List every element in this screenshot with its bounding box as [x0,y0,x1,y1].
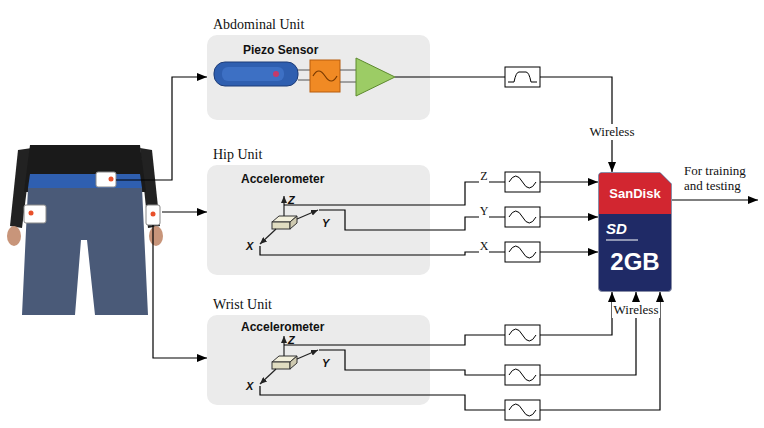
wire [284,344,430,345]
text-slot: Accelerometer [241,169,324,187]
text-slot: SD [606,220,656,238]
signal-line [430,292,612,345]
left-hand [7,226,21,246]
filter-box [505,400,540,420]
sensor-name: Accelerometer [241,320,324,334]
right-hand [149,226,163,246]
output-label: For training and testing [684,163,762,193]
axis-letter: Y [322,357,329,369]
sine-symbol [313,71,337,81]
filter-box [505,172,540,192]
sensor-led [109,177,114,182]
wire [340,82,356,83]
filter-box [505,67,540,87]
text-slot: 2GB [598,248,672,276]
sine-symbol [509,211,536,223]
line-label: Wireless [588,124,637,140]
filter-box [505,207,540,227]
abdominal-sensor [96,172,116,187]
unit-panel: Hip UnitAccelerometer [207,165,430,275]
sine-symbol [509,404,536,416]
logo-text: SD [606,220,627,237]
text-slot: X [246,376,253,394]
sensor-led [151,212,156,217]
brand-text: SanDisk [609,186,660,201]
card-body [599,173,672,292]
text-slot: SanDisk [598,184,672,202]
text-slot: Y [322,213,329,231]
text-slot: Wireless [596,300,676,318]
text-slot: Z [288,190,295,208]
filter-box [505,325,540,345]
text-slot: Abdominal Unit [213,15,304,33]
hip-sensor [24,205,46,223]
text-slot: X [246,236,253,254]
unit-heading: Hip Unit [213,147,262,163]
sine-symbol [509,369,536,381]
axis-letter: Z [288,194,295,206]
wire [298,70,310,71]
sine-symbol [509,176,536,188]
wire [298,80,310,81]
sensor-name: Piezo Sensor [243,43,318,57]
leader-arrow [153,225,207,358]
z-axis [283,196,284,216]
chip-front [272,222,290,229]
filter-box [505,242,540,262]
logo-rule [606,240,638,241]
text-slot: For training and testing [684,163,762,194]
belt-clip [273,71,279,77]
leader-arrow [162,211,207,212]
jeans [22,188,148,315]
unit-panel: Wrist UnitAccelerometer [207,315,430,405]
text-slot: Accelerometer [241,317,324,335]
piezo-belt [214,62,298,86]
lowpass-filter [505,172,540,420]
line-label: Y [479,204,490,219]
axis-letter: Z [288,334,295,346]
sine-symbol [509,246,536,258]
wire [340,70,356,71]
sensor-led [29,211,34,216]
filter-block [310,60,340,92]
sensor-name: Accelerometer [241,172,324,186]
output-arrow [672,199,758,200]
axis-letter: X [246,380,253,392]
unit-heading: Wrist Unit [213,297,272,313]
line-label: X [479,239,490,254]
signal-line [430,292,636,375]
line-label: Z [479,169,488,184]
chest-belt [28,174,142,188]
wrist-sensor [146,205,160,225]
link-label: Wireless [612,302,661,318]
filter-box [505,365,540,385]
signal-line [430,77,612,172]
z-axis [283,336,284,356]
unit-heading: Abdominal Unit [213,17,304,33]
belt-strap [222,67,284,81]
bandpass-filter [505,67,540,87]
text-slot: Wireless [572,122,652,140]
axis-letter: X [246,240,253,252]
shirt [24,145,146,192]
text-slot: Hip Unit [213,145,262,163]
signal-line [430,292,660,410]
card-label [599,173,671,214]
text-slot: Y [322,353,329,371]
wearer-photo [7,145,163,315]
wire [395,76,430,77]
capacity-text: 2GB [610,248,659,276]
axis-letter: Y [322,217,329,229]
sine-symbol [509,329,536,341]
bandpass-symbol [508,72,537,82]
wire [284,204,430,205]
chip-front [272,362,290,369]
text-slot: Piezo Sensor [243,40,318,58]
leader-arrow [116,77,207,180]
text-slot: Wrist Unit [213,295,272,313]
sd-card: SanDiskSD 2GB [598,172,672,292]
